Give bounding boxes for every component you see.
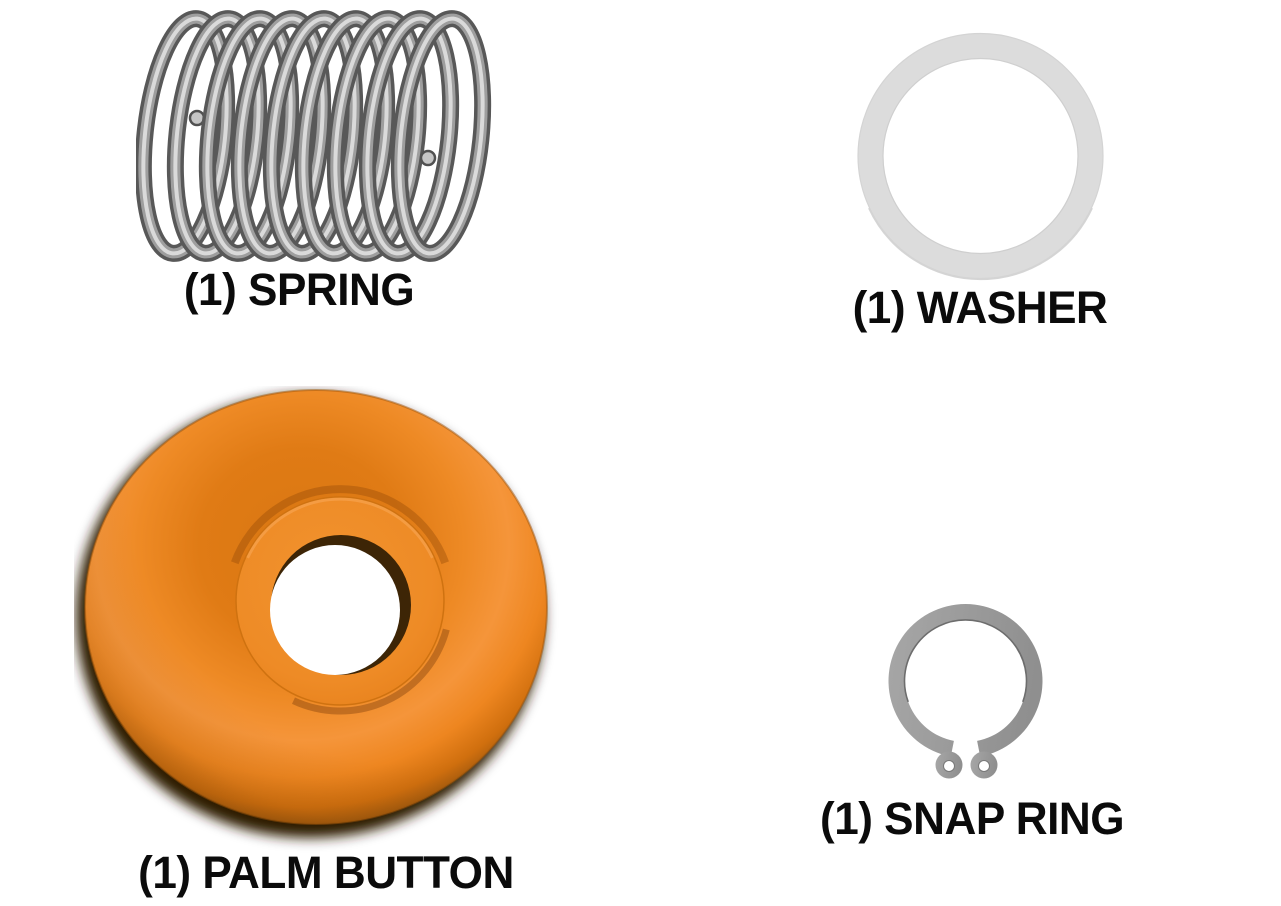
snap-ring-hole-right <box>978 760 990 772</box>
snap-ring-label: (1) SNAP RING <box>819 793 1125 844</box>
spring-label: (1) SPRING <box>183 264 415 315</box>
spring-wire-end-right <box>419 149 437 167</box>
snap-ring-body <box>888 604 1043 757</box>
spring-illustration <box>136 10 492 262</box>
snap-ring-inner-edge <box>903 619 1028 703</box>
palm-button-label: (1) PALM BUTTON <box>138 847 514 898</box>
washer-inner-edge <box>882 57 1079 255</box>
spring-coils <box>136 10 492 262</box>
washer-illustration <box>857 32 1104 281</box>
snap-ring-illustration <box>888 604 1043 779</box>
palm-button-illustration <box>76 389 548 838</box>
snap-ring-hole-left <box>943 760 955 772</box>
palm-button-hole <box>270 545 400 675</box>
palm-button-dip-shadow-bottom <box>292 628 450 715</box>
washer-ring <box>858 33 1103 279</box>
palm-button-inner-ring-highlight <box>246 497 434 559</box>
palm-button-dip-shadow-top <box>231 485 449 565</box>
washer-outer-edge <box>857 32 1104 280</box>
washer-label: (1) WASHER <box>852 282 1108 333</box>
